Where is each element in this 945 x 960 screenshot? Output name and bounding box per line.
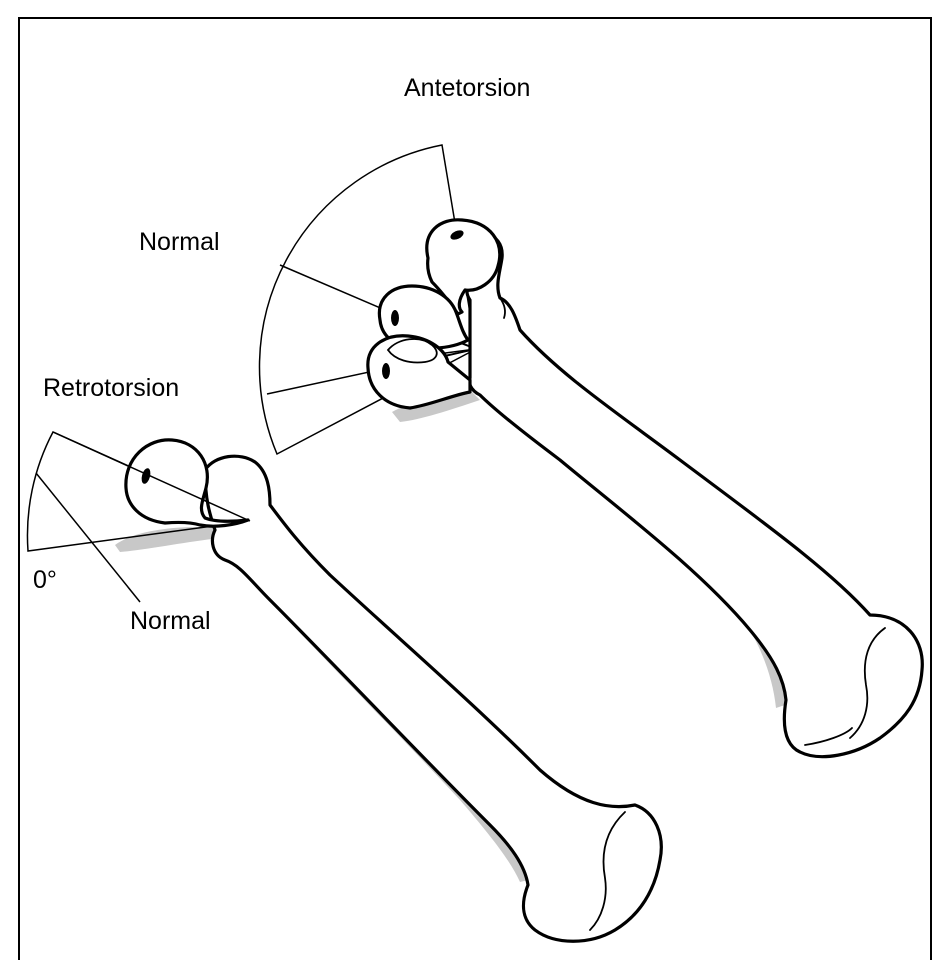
antetorsion-label: Antetorsion [404, 74, 531, 102]
retrotorsion-femur-outline [203, 454, 663, 943]
retrotorsion-normal-line [35, 472, 141, 603]
antetorsion-fovea-top [450, 230, 464, 240]
antetorsion-head-bottom-cap [386, 338, 438, 364]
antetorsion-fovea-bottom [382, 363, 390, 379]
figure-frame [18, 17, 932, 960]
antetorsion-trochanter-detail [499, 297, 506, 319]
retrotorsion-fovea [141, 468, 151, 484]
antetorsion-femur-outline [458, 231, 924, 759]
antetorsion-fovea-middle [391, 310, 399, 326]
zero-degree-label: 0° [33, 566, 57, 594]
retrotorsion-head [124, 438, 250, 528]
normal-upper-label: Normal [139, 228, 220, 256]
normal-lower-label: Normal [130, 607, 211, 635]
antetorsion-head-bottom [366, 334, 472, 410]
retrotorsion-axis-line [52, 431, 251, 522]
retrotorsion-condyle-detail [589, 811, 626, 931]
antetorsion-sector [258, 144, 477, 456]
retrotorsion-femur [26, 431, 663, 943]
retrotorsion-label: Retrotorsion [43, 374, 180, 402]
antetorsion-femur [258, 144, 924, 759]
antetorsion-condyle-detail [804, 627, 886, 746]
antetorsion-head-top [425, 218, 502, 316]
retrotorsion-sector [26, 431, 253, 552]
